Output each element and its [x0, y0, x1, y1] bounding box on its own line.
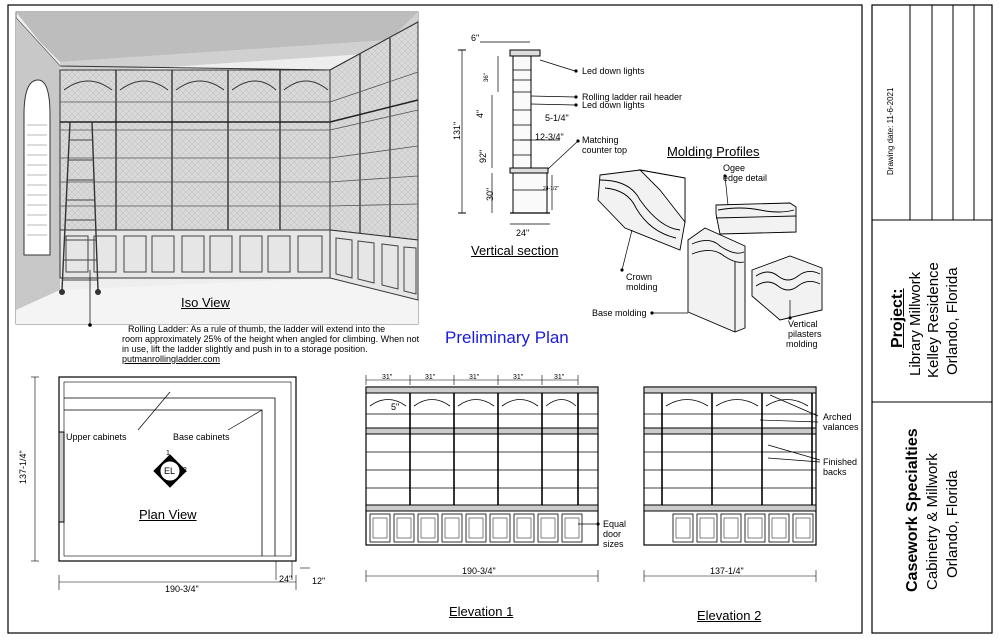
dim-12-3-4: 12-3/4"	[535, 132, 564, 142]
label-equal-2: door	[603, 529, 622, 539]
label-ogee-1: Ogee	[723, 163, 746, 173]
label-pilaster-1: Vertical	[788, 319, 818, 329]
company-line-3: Orlando, Florida	[944, 470, 961, 578]
sheet-border	[7, 4, 863, 634]
elevation-1-drawing	[365, 375, 599, 582]
dim-plan-12: 12"	[312, 576, 326, 586]
label-pilaster-2: pilasters	[788, 329, 822, 339]
dim-plan-depth: 137-1/4"	[18, 450, 28, 484]
ladder-note-line-1: Rolling Ladder: As a rule of thumb, the …	[128, 324, 386, 334]
label-base-molding: Base molding	[592, 308, 647, 318]
company-name: Casework Specialties	[904, 428, 921, 592]
dim-bay-1: 31"	[382, 374, 393, 381]
callout-counter-1: Matching	[582, 135, 619, 145]
dim-24-1-2: 24-1/2"	[543, 186, 559, 192]
dim-elev1-width: 190-3/4"	[462, 566, 496, 576]
company-line-2: Cabinetry & Millwork	[924, 453, 941, 590]
project-label: Project:	[889, 288, 906, 348]
ladder-note-line-2: room approximately 25% of the height whe…	[122, 334, 420, 344]
callout-rail-header: Rolling ladder rail header	[582, 92, 683, 102]
ladder-link[interactable]: putmanrollingladder.com	[122, 354, 221, 364]
dim-bay-3: 31"	[469, 374, 480, 381]
dim-plan-width: 190-3/4"	[165, 584, 199, 594]
elevation-2-drawing	[643, 386, 821, 582]
label-upper-cabinets: Upper cabinets	[66, 432, 127, 442]
drawing-date: Drawing date: 11-6-2021	[886, 87, 895, 175]
callout-led-2: Led down lights	[582, 100, 645, 110]
label-base-cabinets: Base cabinets	[173, 432, 230, 442]
project-line-3: Orlando, Florida	[944, 267, 961, 375]
label-finished-1: Finished	[823, 457, 858, 467]
plan-view-title: Plan View	[139, 507, 197, 522]
dim-plan-24: 24"	[279, 574, 293, 584]
label-crown-2: molding	[626, 282, 658, 292]
project-line-1: Library Millwork	[907, 271, 924, 376]
molding-profiles-title: Molding Profiles	[667, 144, 760, 159]
dim-bay-2: 31"	[425, 374, 436, 381]
label-ogee-2: edge detail	[723, 173, 768, 183]
preliminary-plan-heading: Preliminary Plan	[445, 328, 569, 347]
label-equal-1: Equal	[603, 519, 627, 529]
el-marker: EL	[164, 466, 176, 476]
label-crown-1: Crown	[626, 272, 653, 282]
dim-92: 92"	[478, 149, 488, 163]
dim-bay-5: 31"	[554, 374, 565, 381]
molding-profiles-drawing	[597, 169, 823, 333]
plan-view-drawing	[31, 376, 310, 590]
iso-view-title: Iso View	[181, 295, 230, 310]
vertical-section-drawing	[458, 41, 579, 225]
dim-top-6: 6"	[471, 33, 480, 43]
label-equal-3: sizes	[603, 539, 624, 549]
el-marker-1: 1	[166, 450, 170, 457]
elevation-2-title: Elevation 2	[697, 608, 762, 623]
dim-4: 4"	[475, 109, 485, 118]
callout-counter-2: counter top	[582, 145, 628, 155]
label-pilaster-3: molding	[786, 339, 818, 349]
dim-30: 30"	[485, 187, 495, 201]
callout-led-1: Led down lights	[582, 66, 645, 76]
el-marker-2: 2	[183, 467, 187, 474]
dim-24: 24"	[516, 228, 530, 238]
dim-36: 36"	[484, 73, 490, 82]
ladder-note-line-3: in use, lift the ladder slightly and pus…	[122, 344, 368, 354]
elevation-1-title: Elevation 1	[449, 604, 514, 619]
dim-5-1-4: 5-1/4"	[545, 113, 569, 123]
label-finished-2: backs	[823, 467, 847, 477]
project-line-2: Kelley Residence	[925, 262, 942, 378]
dim-131: 131"	[452, 121, 462, 140]
dim-elev2-width: 137-1/4"	[710, 566, 744, 576]
label-arched-1: Arched	[823, 412, 852, 422]
dim-bay-4: 31"	[513, 374, 524, 381]
vertical-section-title: Vertical section	[471, 243, 559, 258]
label-arched-2: valances	[823, 422, 859, 432]
dim-arch-5: 5"	[391, 402, 400, 412]
iso-view-drawing	[15, 11, 419, 327]
